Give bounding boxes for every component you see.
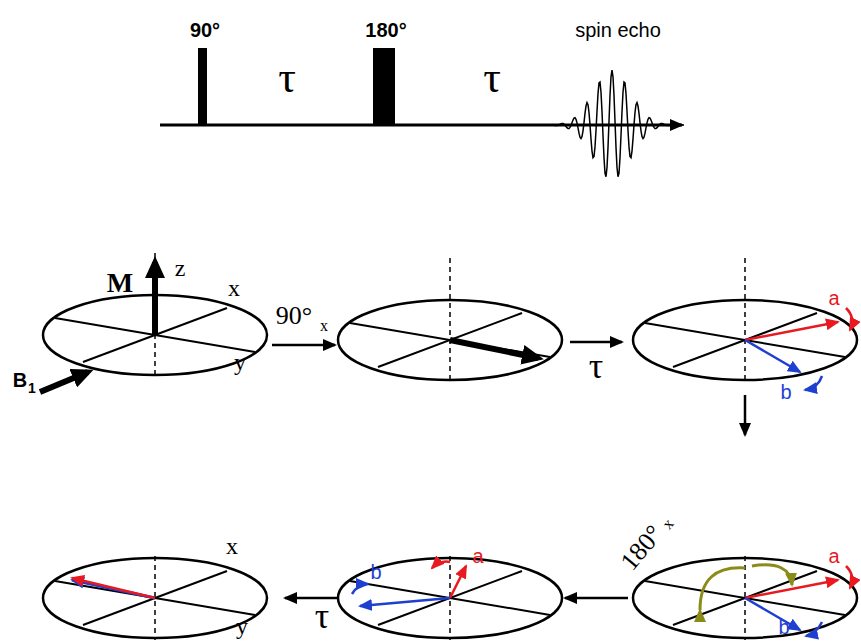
pulse-subscript: x [320, 318, 328, 334]
frame [338, 556, 562, 640]
frame [43, 556, 267, 640]
frame [43, 253, 267, 377]
axis-label: x [226, 534, 238, 558]
spin-label: a [828, 288, 839, 308]
spin-label: a [472, 546, 483, 566]
spin-label: b [370, 562, 381, 582]
pulse-angle: 180° [365, 20, 406, 40]
pulse-sequence [160, 48, 684, 177]
pulse-angle: 90° [190, 20, 220, 40]
rotating-frames [43, 253, 857, 640]
spin-label: b [780, 382, 791, 402]
pulse-subscript: x [659, 516, 676, 532]
spin-label: a [828, 546, 839, 566]
frame [633, 258, 857, 382]
field-label: B [13, 370, 27, 390]
delay-symbol: τ [589, 348, 603, 384]
axis-label: y [234, 350, 246, 374]
axis-label: x [228, 276, 240, 300]
delay-symbol: τ [315, 598, 329, 634]
spin-label: b [778, 617, 789, 637]
frame [633, 556, 857, 640]
delay-symbol: τ [483, 56, 501, 100]
pulse-label: 90° [276, 303, 312, 329]
signal-label: spin echo [575, 20, 661, 40]
vector-label: M [107, 269, 133, 297]
frame [338, 258, 562, 382]
pulse-label: 180° [616, 521, 668, 576]
vectors [40, 262, 852, 636]
axis-label: y [236, 614, 248, 638]
delay-symbol: τ [278, 56, 296, 100]
axis-label: z [175, 256, 186, 280]
field-subscript: 1 [28, 381, 36, 395]
